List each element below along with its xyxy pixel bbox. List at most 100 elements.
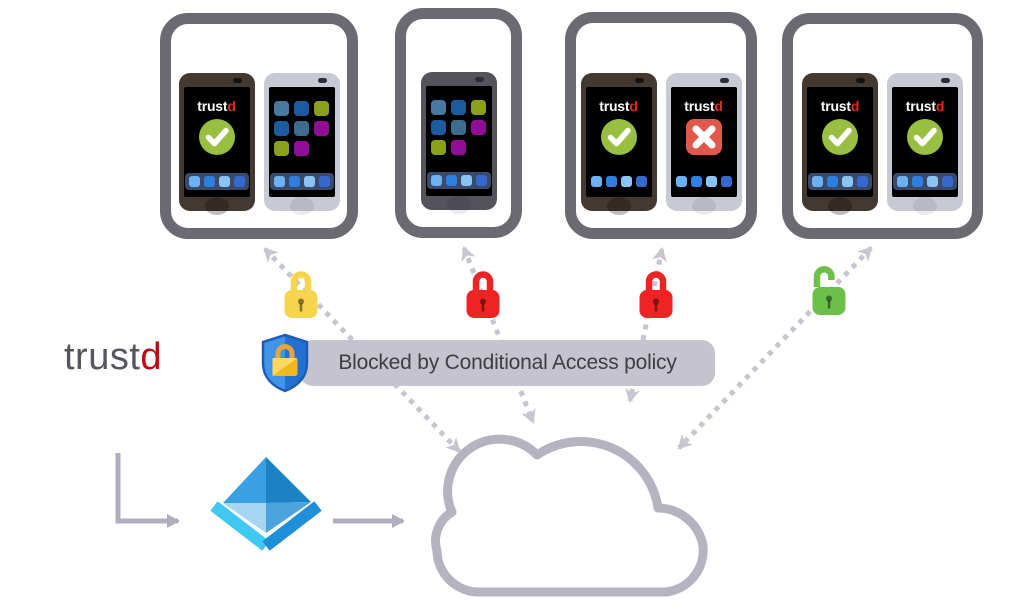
app-icon[interactable] [274, 101, 289, 116]
app-grid [274, 101, 329, 156]
dock-icon[interactable] [842, 176, 853, 187]
phone-dark: trustd [802, 73, 878, 215]
check-icon [198, 119, 235, 155]
app-icon[interactable] [451, 100, 466, 115]
dock-icon[interactable] [827, 176, 838, 187]
azure-ad-band-left [210, 501, 270, 551]
phone-screen [268, 87, 335, 197]
dock-icon[interactable] [445, 175, 457, 186]
camera-dot-icon [719, 78, 729, 83]
azure-ad-face-bl [223, 503, 266, 533]
dock-icon[interactable] [303, 176, 315, 187]
trustd-app-label: trustd [905, 98, 945, 114]
phone-silver: trustd [887, 73, 963, 215]
home-button [691, 197, 716, 215]
trustd-app-label: trustd [599, 99, 638, 113]
phone-screen: trustd [670, 87, 737, 197]
dock-icon[interactable] [857, 176, 868, 187]
app-icon[interactable] [274, 141, 289, 156]
dock-bar [808, 173, 872, 190]
app-icon[interactable] [314, 121, 329, 136]
dock-icon[interactable] [605, 176, 617, 187]
cloud-icon [431, 434, 708, 597]
phone-screen: trustd [892, 87, 958, 197]
dock-icon[interactable] [720, 176, 732, 187]
lock-closed-red-icon [467, 275, 500, 319]
dock-bar [893, 173, 957, 190]
home-button [828, 197, 852, 215]
phone-screen: trustd [183, 87, 250, 197]
dock-icon[interactable] [620, 176, 632, 187]
app-icon[interactable] [451, 120, 466, 135]
x-icon [685, 119, 722, 155]
camera-dot-icon [856, 78, 865, 83]
app-icon[interactable] [471, 100, 486, 115]
connection-line-2 [461, 246, 536, 424]
dock-icon[interactable] [812, 176, 823, 187]
app-icon[interactable] [471, 120, 486, 135]
dock-icon[interactable] [475, 175, 487, 186]
app-icon[interactable] [431, 100, 446, 115]
dock-icon[interactable] [590, 176, 602, 187]
dock-icon[interactable] [690, 176, 702, 187]
dock-icon[interactable] [288, 176, 300, 187]
dock-icon[interactable] [705, 176, 717, 187]
dock-icon[interactable] [927, 176, 938, 187]
camera-dot-icon [634, 78, 644, 83]
app-icon[interactable] [294, 121, 309, 136]
dock-icon[interactable] [318, 176, 330, 187]
phone-screen [425, 86, 492, 196]
dock-icon[interactable] [218, 176, 230, 187]
azure-ad-band-right [262, 501, 322, 551]
azure-ad-face-tl [223, 457, 266, 503]
check-icon [600, 119, 637, 155]
connection-line-4 [677, 246, 873, 450]
dock-icon[interactable] [430, 175, 442, 186]
connection-line-1 [263, 247, 461, 453]
app-icon[interactable] [431, 120, 446, 135]
app-icon[interactable] [294, 141, 309, 156]
trustd-app-label-accent: d [850, 98, 860, 114]
phone-screen: trustd [807, 87, 873, 197]
phone-dark: trustd [178, 73, 255, 215]
dock-icon[interactable] [460, 175, 472, 186]
app-icon[interactable] [274, 121, 289, 136]
app-icon[interactable] [451, 140, 466, 155]
trustd-app-label: trustd [821, 98, 860, 114]
app-icon[interactable] [314, 101, 329, 116]
check-icon [822, 119, 858, 155]
phone-dark: trustd [580, 73, 657, 215]
app-grid [431, 100, 486, 155]
home-button [289, 197, 314, 215]
home-button [913, 197, 937, 215]
trustd-app-label-primary: trust [905, 98, 936, 114]
dock-icon[interactable] [203, 176, 215, 187]
dock-icon[interactable] [188, 176, 200, 187]
dock-icon[interactable] [897, 176, 908, 187]
dock-icon[interactable] [233, 176, 245, 187]
elbow-arrow [115, 453, 180, 528]
dock-bar [269, 173, 334, 190]
tablet-group-3: trustd trustd [565, 12, 757, 239]
tablet-group-2 [395, 8, 522, 238]
check-icon [907, 119, 943, 155]
blocked-banner-pill: Blocked by Conditional Access policy [300, 340, 715, 386]
app-icon[interactable] [431, 140, 446, 155]
trustd-logo-accent: d [140, 336, 163, 378]
trustd-app-label-primary: trust [684, 98, 715, 114]
blocked-banner: Blocked by Conditional Access policy [258, 332, 715, 394]
trust-status-pass [198, 118, 236, 161]
dock-icon[interactable] [273, 176, 285, 187]
lock-closed-red-icon-2 [640, 275, 673, 319]
dock-icon[interactable] [912, 176, 923, 187]
dock-icon[interactable] [635, 176, 647, 187]
home-button [606, 197, 631, 215]
home-button [446, 196, 471, 214]
azure-ad-icon [210, 457, 322, 551]
trustd-app-label: trustd [684, 98, 723, 114]
dock-icon[interactable] [942, 176, 953, 187]
app-icon[interactable] [294, 101, 309, 116]
dock-icon[interactable] [675, 176, 687, 187]
